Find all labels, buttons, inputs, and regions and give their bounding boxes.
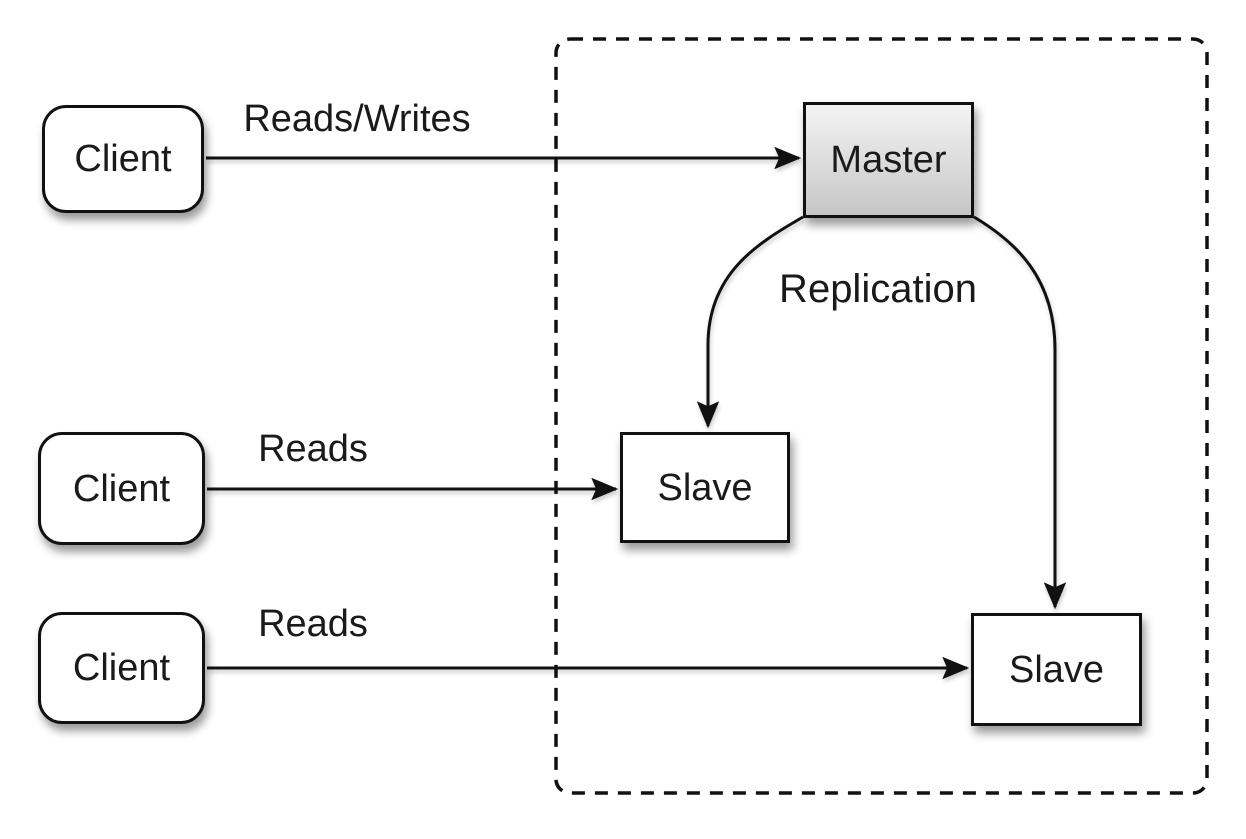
edge-master-to-slave-middle <box>696 215 804 429</box>
node-client-top: Client <box>42 105 204 213</box>
database-boundary-box <box>554 37 1209 795</box>
node-slave-middle-label: Slave <box>657 466 753 509</box>
node-master-label: Master <box>830 139 947 181</box>
node-client-bottom: Client <box>38 612 205 724</box>
label-reads-writes: Reads/Writes <box>243 98 471 140</box>
node-slave-bottom-label: Slave <box>1008 648 1105 691</box>
node-client-middle-label: Client <box>72 467 171 510</box>
label-replication: Replication <box>779 267 977 311</box>
label-reads-bottom: Reads <box>258 603 368 645</box>
node-client-top-label: Client <box>74 138 172 180</box>
label-reads-middle: Reads <box>258 428 368 470</box>
node-master: Master <box>803 102 974 218</box>
node-client-middle: Client <box>38 432 205 545</box>
node-slave-bottom: Slave <box>971 613 1142 726</box>
edge-master-to-slave-bottom <box>973 215 1067 610</box>
node-client-bottom-label: Client <box>72 647 171 689</box>
node-slave-middle: Slave <box>620 432 790 543</box>
